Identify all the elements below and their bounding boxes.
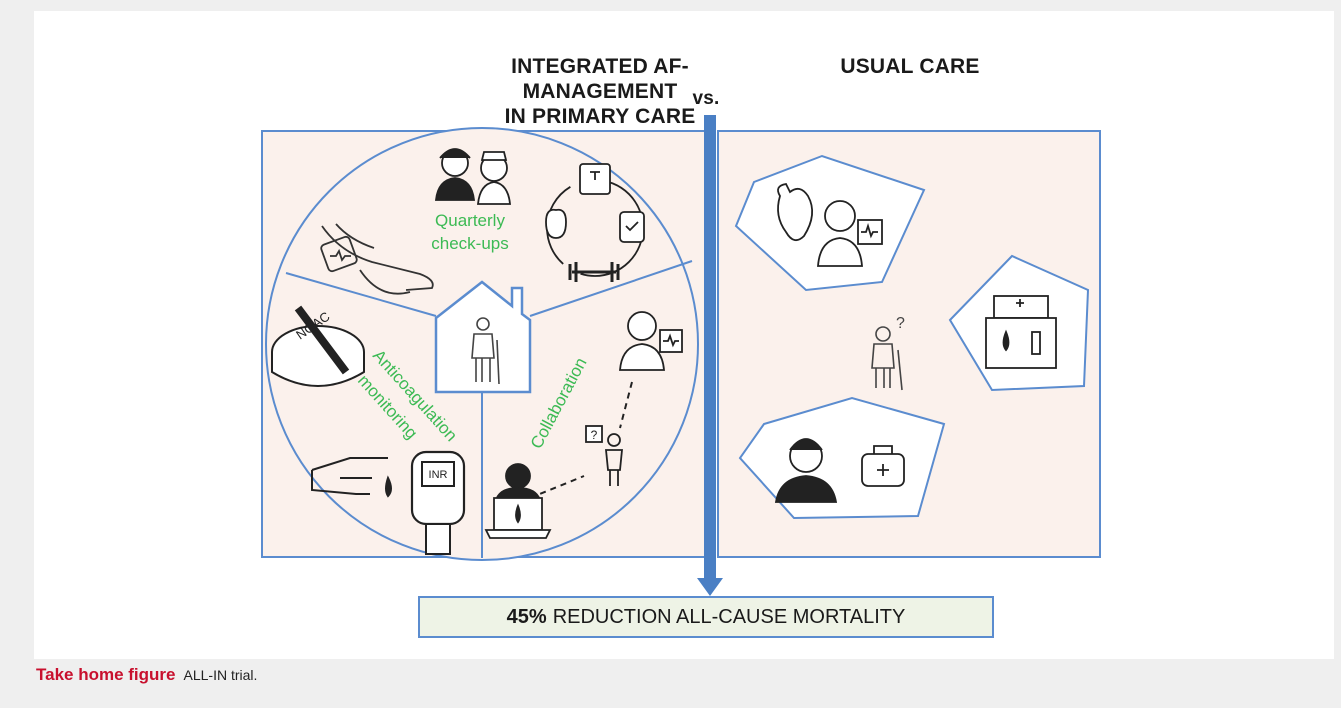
divider-right [529, 260, 693, 317]
blood-pressure-icon [320, 223, 434, 295]
finger-prick-icon [311, 457, 392, 498]
gp-doctor-icon [774, 438, 905, 503]
inr-meter-icon: INR [410, 450, 466, 555]
quarterly-label-line1: Quarterly [435, 211, 505, 230]
left-heading-line2: IN PRIMARY CARE [504, 105, 696, 128]
lifestyle-ring [545, 163, 645, 282]
quarterly-label-line2: check-ups [431, 234, 508, 253]
usual-care-question-mark: ? [896, 315, 905, 332]
result-box: 45% REDUCTION ALL-CAUSE MORTALITY [418, 596, 994, 638]
vs-label: vs. [692, 88, 720, 109]
noac-pill-icon: NOAC [271, 305, 365, 387]
caption: Take home figure ALL-IN trial. [36, 665, 257, 693]
hospital-kit-icon [985, 295, 1057, 369]
nurse-laptop-icon [484, 463, 552, 539]
vs-arrow [697, 115, 723, 596]
heart-cardiologist-icon [777, 183, 883, 267]
right-heading: USUAL CARE [840, 55, 980, 78]
divider-left [285, 272, 437, 317]
patient-question-icon: ? [585, 425, 623, 486]
house-icon [434, 280, 532, 394]
patient-question-mark: ? [591, 428, 598, 442]
cardiologist-icon [619, 311, 683, 371]
dashed-link-2 [529, 475, 585, 499]
left-heading: INTEGRATED AF-MANAGEMENT IN PRIMARY CARE [470, 54, 730, 129]
dashed-link-1 [619, 381, 633, 429]
caption-label: Take home figure [36, 665, 176, 684]
inr-label: INR [429, 469, 448, 481]
caption-text: ALL-IN trial. [183, 667, 258, 683]
usual-care-patient-icon [871, 326, 903, 391]
left-heading-line1: INTEGRATED AF-MANAGEMENT [511, 55, 689, 103]
doctor-nurse-icon [435, 148, 511, 205]
result-percent: 45% [506, 605, 547, 628]
result-text: REDUCTION ALL-CAUSE MORTALITY [552, 605, 906, 628]
